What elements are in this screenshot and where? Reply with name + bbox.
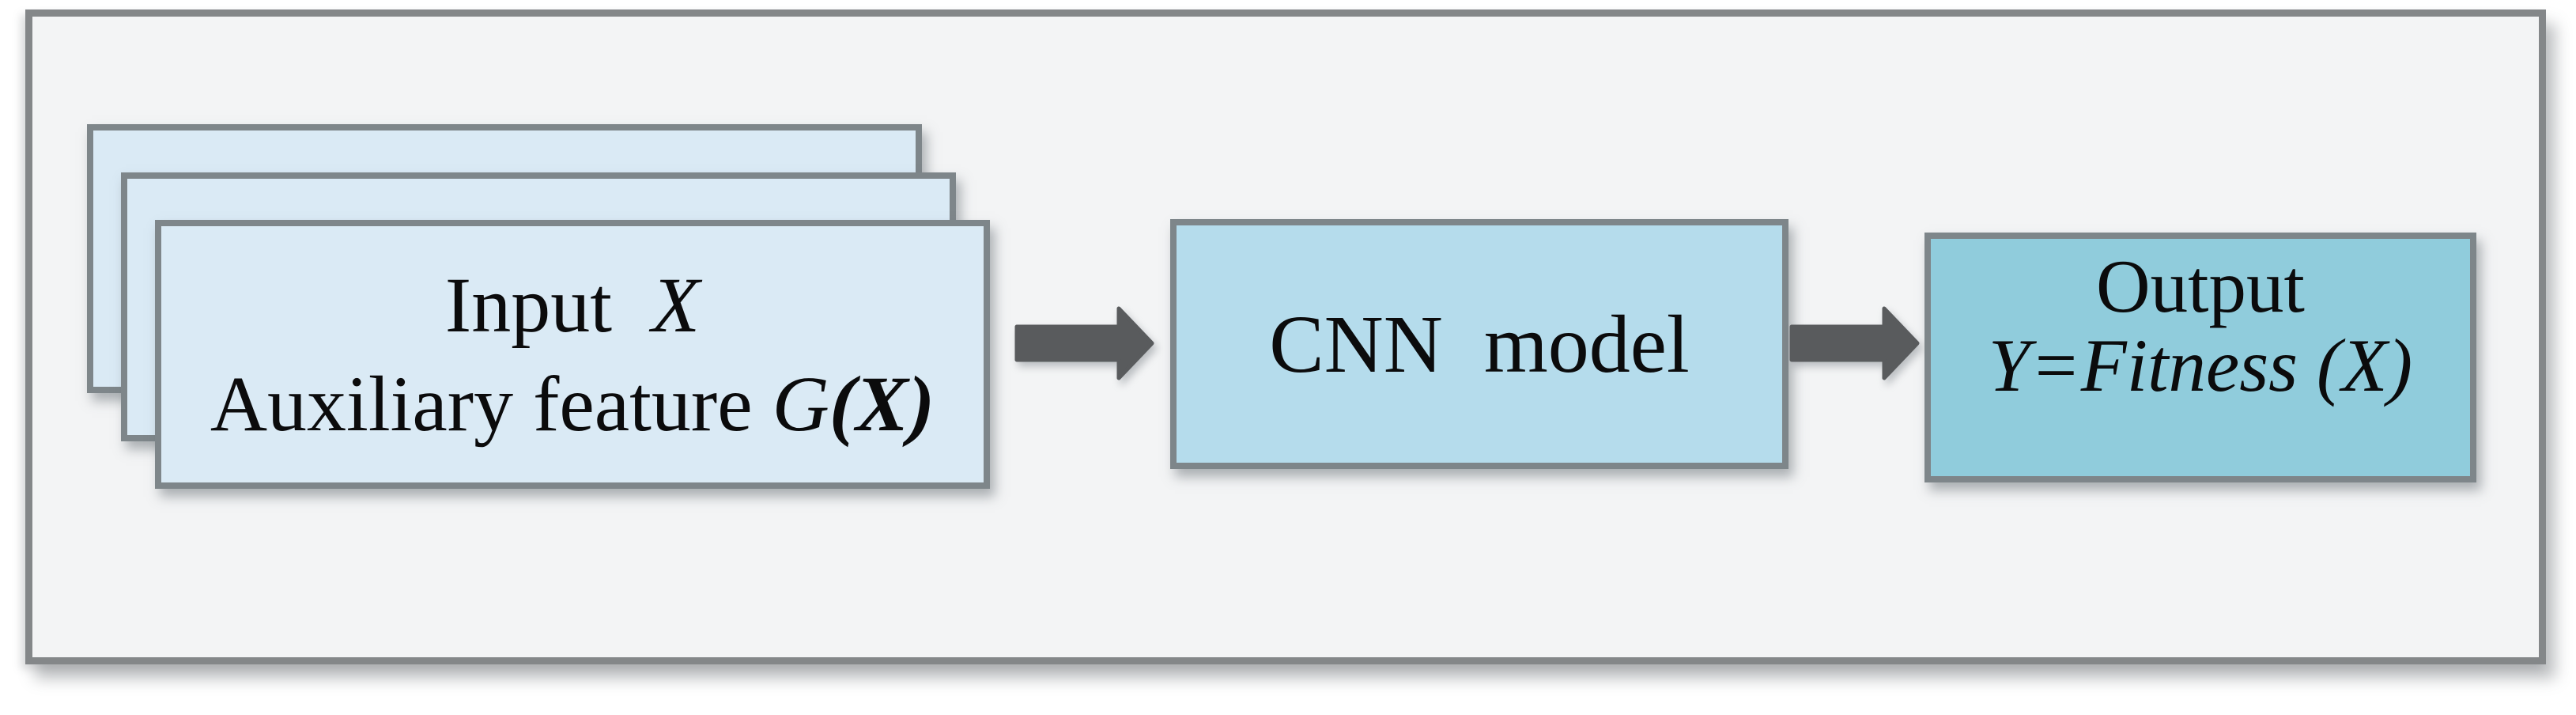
- cnn-box: CNN model: [1170, 219, 1788, 469]
- input-line1-variable: X: [652, 261, 701, 349]
- input-line2-argument: (X): [829, 360, 935, 448]
- input-label-line1: Input X: [445, 255, 700, 354]
- output-box: Output Y=Fitness (X): [1924, 233, 2476, 482]
- connector-input-to-cnn: [1014, 304, 1157, 383]
- input-card-front: Input X Auxiliary feature G(X): [155, 220, 990, 489]
- arrow-right-icon: [1789, 306, 1920, 380]
- input-label-line2: Auxiliary feature G(X): [210, 354, 935, 453]
- cnn-box-label: CNN model: [1269, 298, 1690, 390]
- output-label-line2: Y=Fitness (X): [1988, 323, 2413, 407]
- connector-cnn-to-output: [1789, 304, 1921, 383]
- input-line1-text: Input: [444, 261, 652, 349]
- input-line2-function: G: [772, 360, 829, 448]
- arrow-right-icon: [1014, 306, 1154, 380]
- output-label-line1: Output: [2096, 244, 2305, 328]
- input-line2-text: Auxiliary feature: [210, 360, 772, 448]
